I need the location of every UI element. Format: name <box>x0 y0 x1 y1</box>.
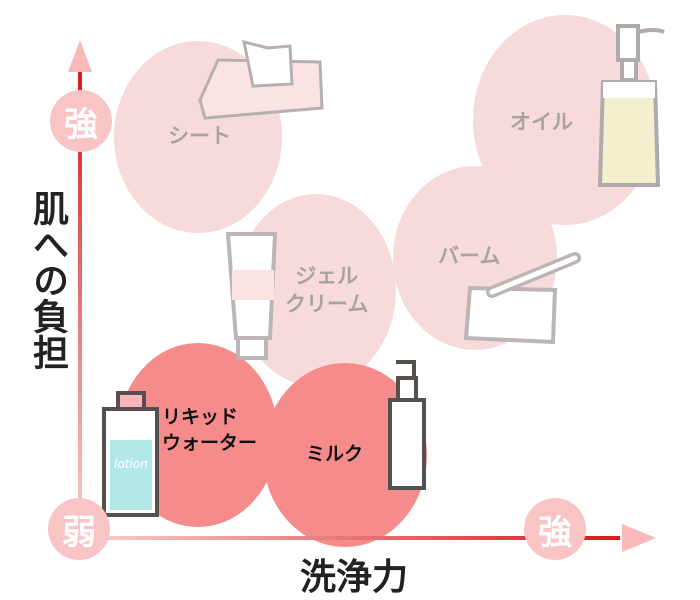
label-liquid: リキッド <box>162 406 239 428</box>
gel-tube-icon <box>225 232 278 360</box>
y-axis-label: 肌への負担 <box>22 190 72 380</box>
x-axis-label: 洗浄力 <box>300 557 409 598</box>
label-gel: ジェル <box>295 264 359 288</box>
x-axis-arrow-icon <box>622 524 656 552</box>
milk-bottle-icon <box>388 360 426 490</box>
y-axis-high-badge: 強 <box>50 90 112 152</box>
lotion-bottle-text: lotion <box>114 457 148 471</box>
y-axis-label-text: 肌への負担 <box>27 190 68 370</box>
x-axis-line <box>80 536 620 540</box>
oil-bottle-icon <box>597 24 665 187</box>
label-cream: クリーム <box>285 292 369 317</box>
label-balm: バーム <box>438 244 501 268</box>
lotion-bottle-icon <box>102 391 159 517</box>
label-sheet: シート <box>168 124 231 148</box>
wipes-pack-icon <box>198 39 324 120</box>
label-water: ウォーター <box>162 431 258 454</box>
y-axis-arrow-icon <box>68 40 92 72</box>
label-liquid-water: リキッド ウォーター <box>162 405 257 456</box>
label-milk: ミルク <box>306 443 364 465</box>
y-axis-line <box>78 70 82 540</box>
label-oil: オイル <box>510 110 573 134</box>
label-gel-cream: ジェル クリーム <box>285 262 368 319</box>
origin-low-badge: 弱 <box>48 498 110 560</box>
x-axis-high-badge: 強 <box>524 498 586 560</box>
bubble-milk <box>263 363 427 547</box>
balm-jar-icon <box>463 252 581 345</box>
